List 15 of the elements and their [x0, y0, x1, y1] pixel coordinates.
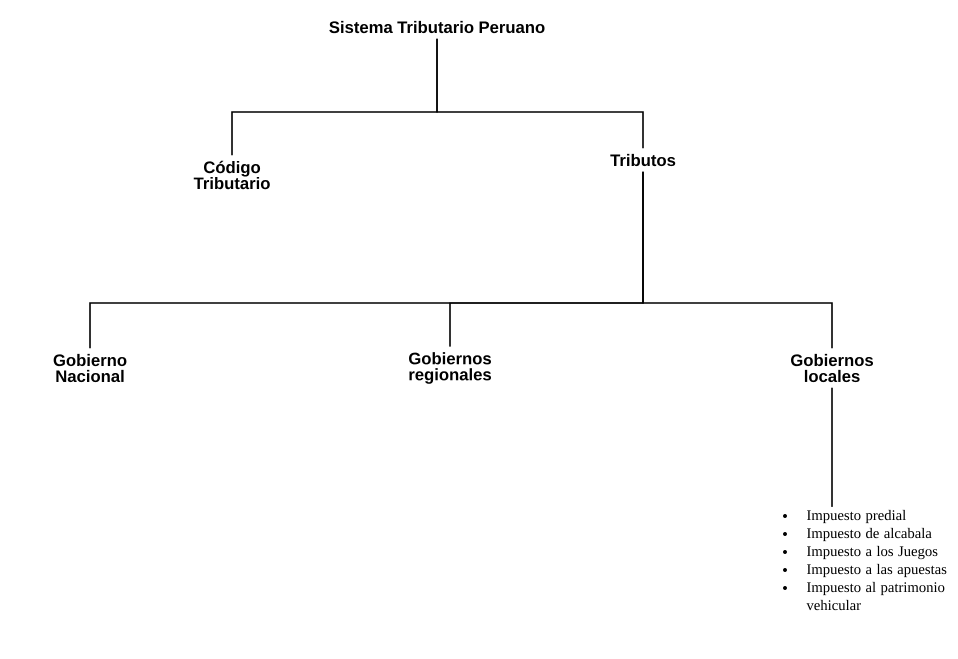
bullet-list: Impuesto predial Impuesto de alcabala Impuesto a los Juegos Impuesto a las apuestas Impuesto al patrimonio vehicular	[783, 510, 946, 610]
node-label: Impuesto de alcabala	[806, 528, 932, 542]
heading-text: Código Tributario	[194, 160, 270, 190]
heading-text: Gobiernos regionales	[409, 352, 492, 384]
connector-line	[436, 38, 644, 148]
node-label: Impuesto al patrimonio vehicular	[806, 582, 944, 610]
connector-line	[831, 388, 833, 507]
heading-text: Gobierno Nacional	[54, 354, 126, 382]
connector-line	[642, 172, 833, 348]
node-label: Impuesto predial	[806, 510, 906, 524]
node-label: Impuesto a las apuestas	[806, 564, 946, 578]
heading-text: Gobiernos locales	[791, 354, 873, 382]
node-label: Impuesto a los Juegos	[806, 546, 938, 560]
heading-text: Sistema Tributario Peruano	[329, 20, 545, 34]
heading-text: Tributos	[610, 154, 676, 166]
